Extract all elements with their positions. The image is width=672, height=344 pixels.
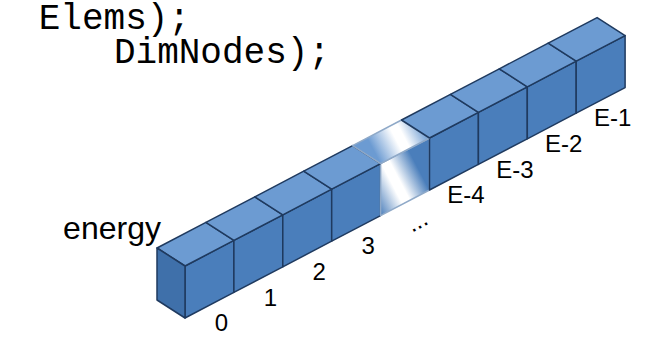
index-label: 3 — [361, 232, 374, 260]
index-label: E-2 — [545, 130, 582, 158]
index-label: 2 — [313, 258, 326, 286]
index-label: E-4 — [447, 181, 484, 209]
code-fragment: DimNodes); — [114, 36, 330, 72]
code-fragment: Elems); — [39, 2, 190, 38]
index-label: 0 — [215, 309, 228, 337]
index-label: E-1 — [594, 104, 631, 132]
cube-top-face — [548, 18, 625, 62]
index-label: 1 — [264, 284, 277, 312]
ellipsis: ... — [402, 204, 433, 238]
index-label: E-3 — [496, 156, 533, 184]
array-name: energy — [63, 210, 161, 246]
cube-end-face — [157, 248, 185, 318]
